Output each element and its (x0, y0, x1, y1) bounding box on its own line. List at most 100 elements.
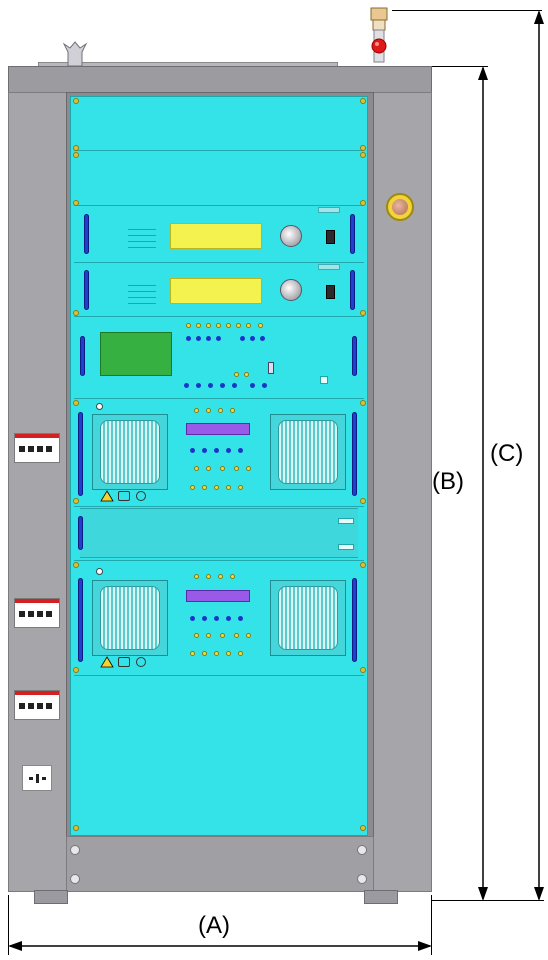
rack-handle[interactable] (352, 336, 357, 376)
indicator-leds (128, 280, 156, 304)
rack-handle[interactable] (84, 270, 89, 310)
status-led (206, 466, 211, 471)
rack-screw (73, 400, 79, 406)
ce-mark-icon (118, 491, 130, 501)
amp-button[interactable] (202, 616, 207, 621)
cabinet-foot-right (364, 890, 398, 904)
control-display (100, 332, 172, 376)
status-led (186, 323, 191, 328)
power-switch[interactable] (326, 230, 335, 244)
base-bolt (70, 874, 80, 884)
emergency-stop-icon[interactable] (386, 193, 414, 221)
tuning-knob[interactable] (280, 225, 302, 247)
status-led (218, 408, 223, 413)
power-socket-icon (22, 765, 52, 791)
rack-screw (73, 152, 79, 158)
emergency-stop-button[interactable] (392, 199, 408, 215)
dimension-extension-b-top (432, 66, 488, 67)
control-button[interactable] (232, 383, 237, 388)
circuit-breaker[interactable] (14, 598, 60, 628)
control-button[interactable] (250, 383, 255, 388)
control-button[interactable] (186, 336, 191, 341)
ce-mark-icon (118, 657, 130, 667)
control-button[interactable] (184, 383, 189, 388)
dimension-extension-right (431, 895, 432, 955)
control-button[interactable] (250, 336, 255, 341)
amp-button[interactable] (226, 616, 231, 621)
rack-screw (73, 825, 79, 831)
control-button[interactable] (196, 383, 201, 388)
amp-button[interactable] (238, 616, 243, 621)
control-button[interactable] (220, 383, 225, 388)
vent-label (338, 544, 354, 550)
cabinet-left-side (8, 92, 68, 892)
status-led (206, 323, 211, 328)
rack-screw (73, 310, 79, 316)
amp-button[interactable] (190, 448, 195, 453)
vent-label (338, 518, 354, 524)
dimension-arrow-c (534, 10, 544, 901)
dimension-arrow-b (478, 66, 488, 901)
cabinet-right-side (372, 92, 432, 892)
control-button[interactable] (260, 336, 265, 341)
ground-symbol-icon (136, 491, 146, 501)
rack-handle[interactable] (78, 578, 83, 662)
amp-button[interactable] (190, 616, 195, 621)
status-led (234, 466, 239, 471)
power-switch[interactable] (326, 285, 335, 299)
rack-handle[interactable] (352, 578, 357, 662)
unit-tag (318, 207, 340, 213)
circuit-breaker[interactable] (14, 433, 60, 463)
indicator-leds (128, 224, 156, 248)
control-button[interactable] (216, 336, 221, 341)
led-indicator (96, 568, 103, 575)
dimension-label-a: (A) (198, 912, 230, 939)
status-led (190, 651, 195, 656)
control-button[interactable] (262, 383, 267, 388)
status-led (214, 651, 219, 656)
control-button[interactable] (240, 336, 245, 341)
base-bolt (70, 845, 80, 855)
exciter-display (170, 278, 262, 304)
status-led (220, 466, 225, 471)
rack-handle[interactable] (350, 270, 355, 310)
base-bolt (357, 874, 367, 884)
amp-button[interactable] (214, 448, 219, 453)
status-led (214, 485, 219, 490)
amp-button[interactable] (202, 448, 207, 453)
status-led (226, 323, 231, 328)
dimension-label-c: (C) (490, 440, 524, 467)
vent-panel (80, 508, 358, 558)
exciter-display (170, 223, 262, 249)
rack-handle[interactable] (78, 412, 83, 496)
status-led (218, 574, 223, 579)
status-led (202, 651, 207, 656)
amp-button[interactable] (238, 448, 243, 453)
amp-button[interactable] (226, 448, 231, 453)
rack-screw (360, 400, 366, 406)
control-button[interactable] (206, 336, 211, 341)
ground-symbol-icon (136, 657, 146, 667)
control-button[interactable] (196, 336, 201, 341)
circuit-breaker[interactable] (14, 690, 60, 720)
rack-screw (360, 145, 366, 151)
status-led (234, 633, 239, 638)
tuning-knob[interactable] (280, 279, 302, 301)
rack-screw (73, 562, 79, 568)
rack-screw (73, 498, 79, 504)
control-button[interactable] (208, 383, 213, 388)
rack-handle[interactable] (84, 214, 89, 254)
rack-handle[interactable] (352, 412, 357, 496)
rack-separator (74, 316, 364, 317)
dimension-extension-c-top (392, 10, 542, 11)
amp-button[interactable] (214, 616, 219, 621)
rack-separator (74, 262, 364, 263)
rack-screw (360, 98, 366, 104)
status-led (194, 408, 199, 413)
rack-handle[interactable] (80, 336, 85, 376)
status-led (234, 372, 239, 377)
rack-separator (74, 675, 364, 676)
rack-handle[interactable] (78, 516, 83, 550)
rack-handle[interactable] (350, 214, 355, 254)
base-bolt (357, 845, 367, 855)
